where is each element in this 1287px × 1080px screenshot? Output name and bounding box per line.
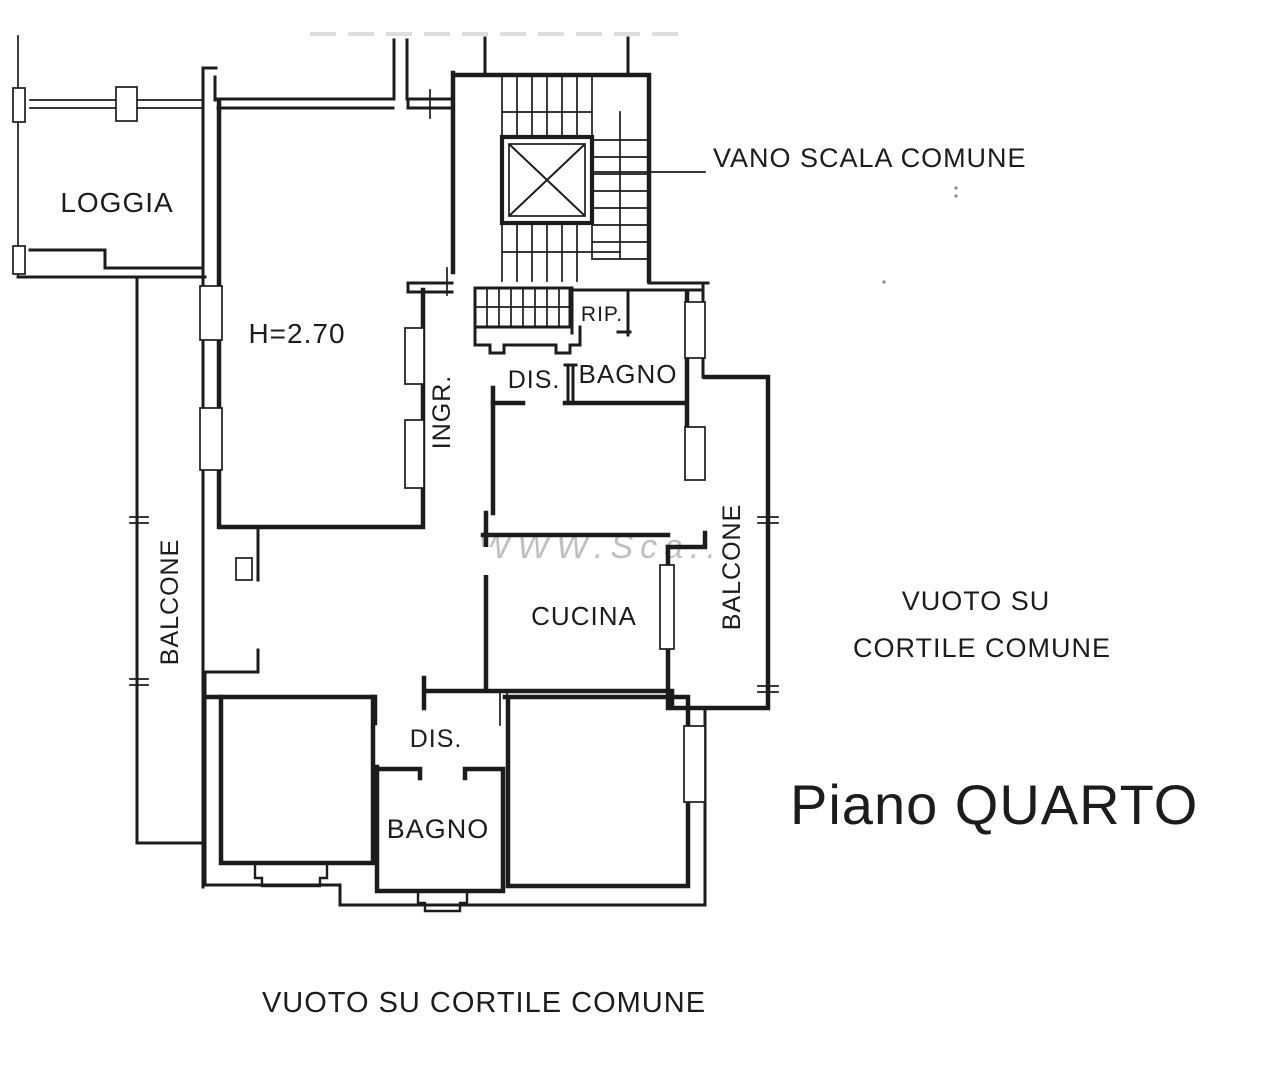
bay-bagno-lower <box>416 889 469 913</box>
wall-north-below-stairs <box>406 281 454 294</box>
room-label-loggia: LOGGIA <box>60 187 173 218</box>
flight-treads <box>474 287 571 328</box>
tick-balcone-left-2 <box>129 678 149 686</box>
elevator <box>499 134 595 226</box>
openings <box>12 86 706 803</box>
wall-bagno-lower <box>374 764 506 894</box>
kitchen-door-gap <box>480 547 492 575</box>
wall-rip-room <box>570 286 632 337</box>
jamb-kitchen-door <box>499 692 508 726</box>
tick-balcone-right-2 <box>757 685 779 693</box>
wall-stairwell-box <box>450 70 652 284</box>
elevator-cab <box>508 143 586 217</box>
window-room-lower-right <box>683 725 706 803</box>
speck-icon <box>954 186 958 190</box>
elevator-x-mark <box>508 143 586 217</box>
wall-corner-balcony-right <box>665 530 708 550</box>
speck-icon <box>882 280 886 284</box>
window-bagno-upper <box>684 301 706 359</box>
room-label-balcone-left: BALCONE <box>156 539 184 665</box>
window-midroom <box>684 426 706 481</box>
speck-icon <box>954 194 958 198</box>
floor-title: Piano QUARTO <box>790 773 1198 836</box>
room-label-balcone-right: BALCONE <box>718 504 746 630</box>
room-label-dis-lower: DIS. <box>410 725 463 753</box>
lines-thin <box>17 35 779 726</box>
room-label-ripostiglio: RIP. <box>581 303 623 326</box>
wall-shaft <box>392 36 630 101</box>
tick-balcone-right-1 <box>757 516 779 524</box>
void-right-line2: CORTILE COMUNE <box>853 633 1111 663</box>
window-kitchen <box>659 564 675 650</box>
height-annotation: H=2.70 <box>248 318 345 349</box>
window-hroom-1 <box>199 285 223 341</box>
wall-loggia <box>16 66 218 279</box>
room-label-bagno-upper: BAGNO <box>579 359 678 389</box>
loggia-block-bottom <box>12 245 26 275</box>
room-label-dis-upper: DIS. <box>508 366 561 394</box>
wall-room-lower-left <box>218 694 376 866</box>
pillar-hroom-stub <box>235 557 253 581</box>
stair-treads-top <box>501 77 593 138</box>
jamb-dis-bagno-upper <box>563 363 578 405</box>
void-bottom-label: VUOTO SU CORTILE COMUNE <box>262 987 706 1019</box>
stairwell-label: VANO SCALA COMUNE <box>713 143 1027 173</box>
wall-room-lower-right <box>502 694 691 889</box>
room-label-bagno-lower: BAGNO <box>387 814 490 844</box>
door-hroom-2 <box>404 419 425 489</box>
wall-balcone-left <box>135 275 205 889</box>
wall-loggia-inner-step <box>28 248 205 270</box>
bay-left-room <box>253 861 329 888</box>
labels: LOGGIA H=2.70 VANO SCALA COMUNE RIP. ING… <box>60 143 1198 1019</box>
stair-treads-bottom <box>501 222 621 282</box>
wall-balcony-right-outline <box>669 374 771 711</box>
walls-heavy <box>202 70 771 894</box>
loggia-pillar <box>115 86 138 122</box>
room-label-cucina: CUCINA <box>531 601 637 631</box>
loggia-block-top <box>12 87 26 123</box>
tick-balcone-left-1 <box>129 516 149 524</box>
room-label-ingresso: INGR. <box>428 375 456 449</box>
void-right-line1: VUOTO SU <box>902 586 1051 616</box>
door-hroom-1 <box>404 327 425 385</box>
scan-specks <box>882 186 958 284</box>
bay-steps <box>253 861 469 913</box>
wall-midroom-left <box>483 385 496 538</box>
landing-outline <box>473 286 582 355</box>
window-hroom-2 <box>199 407 223 471</box>
wall-balcone-left-south-step <box>201 648 260 674</box>
